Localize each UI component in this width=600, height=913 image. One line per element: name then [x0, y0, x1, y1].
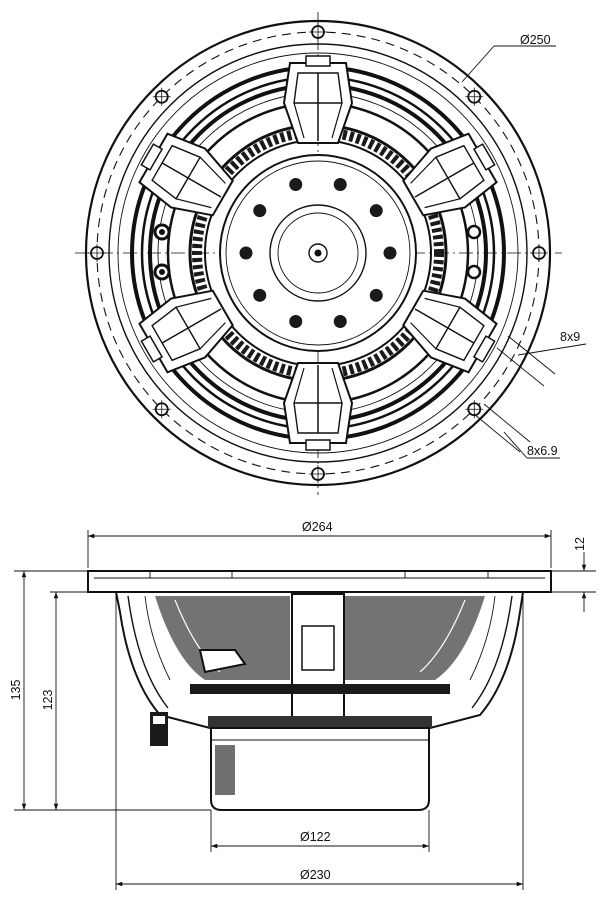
dim-slot-upper: 8x9	[560, 330, 580, 344]
slot-9-ext-a	[496, 347, 545, 387]
frame-inner-edge	[108, 43, 528, 463]
screw-icon	[253, 288, 267, 302]
dim-250-leader	[461, 45, 495, 83]
dim-slot-lower: 8x6.9	[527, 444, 558, 458]
dim-total-depth: 135	[9, 680, 23, 701]
spoke-window	[301, 625, 335, 671]
basket-spokes	[138, 55, 498, 451]
vent-hole	[308, 243, 328, 263]
magnet-label-area	[215, 745, 235, 795]
spoke	[282, 55, 354, 144]
slot-69-ext-b	[483, 403, 531, 443]
dim-frame-width: Ø264	[302, 520, 333, 534]
terminals-right	[466, 224, 482, 280]
cone-left	[155, 596, 290, 680]
spoke	[402, 289, 498, 374]
screw-icon	[369, 288, 383, 302]
slot-69-leader	[503, 431, 528, 459]
front-view: Ø250 8x9 8x6.9	[75, 12, 587, 495]
terminal-block	[198, 649, 247, 674]
screw-icon	[383, 246, 397, 260]
screw-icon	[289, 178, 303, 192]
screw-icon	[253, 204, 267, 218]
gasket-band	[190, 684, 450, 694]
dim-mount-depth: 123	[41, 690, 55, 711]
spoke	[282, 362, 354, 451]
screw-icon	[369, 204, 383, 218]
slot-9-leader	[517, 343, 587, 356]
gasket-edge	[117, 52, 519, 454]
dim-flange-thickness: 12	[573, 537, 587, 551]
cone-right	[345, 596, 485, 680]
dim-outer-diameter: Ø250	[520, 33, 551, 47]
magnet-screws	[239, 178, 397, 328]
spoke	[402, 132, 498, 217]
mounting-holes	[88, 23, 548, 483]
screw-icon	[239, 246, 253, 260]
frame-outer-edge	[84, 19, 552, 487]
magnet-plate-inner	[225, 160, 411, 346]
dim-basket-diameter: Ø230	[300, 868, 331, 882]
dim-magnet-diameter: Ø122	[300, 830, 331, 844]
slot-69-ext-a	[473, 413, 521, 453]
spoke	[138, 132, 234, 217]
slot-9-ext-b	[507, 335, 556, 375]
top-plate	[208, 716, 432, 728]
pole-piece-inner	[277, 212, 359, 294]
spoke	[138, 289, 234, 374]
pole-piece-outer	[269, 204, 367, 302]
screw-icon	[333, 314, 347, 328]
vent-center	[314, 249, 322, 257]
screw-icon	[289, 314, 303, 328]
terminals-left	[153, 223, 171, 281]
magnet-body	[210, 727, 430, 811]
side-view: Ø264 12	[9, 520, 596, 890]
screw-icon	[333, 178, 347, 192]
mounting-flange	[87, 570, 552, 593]
